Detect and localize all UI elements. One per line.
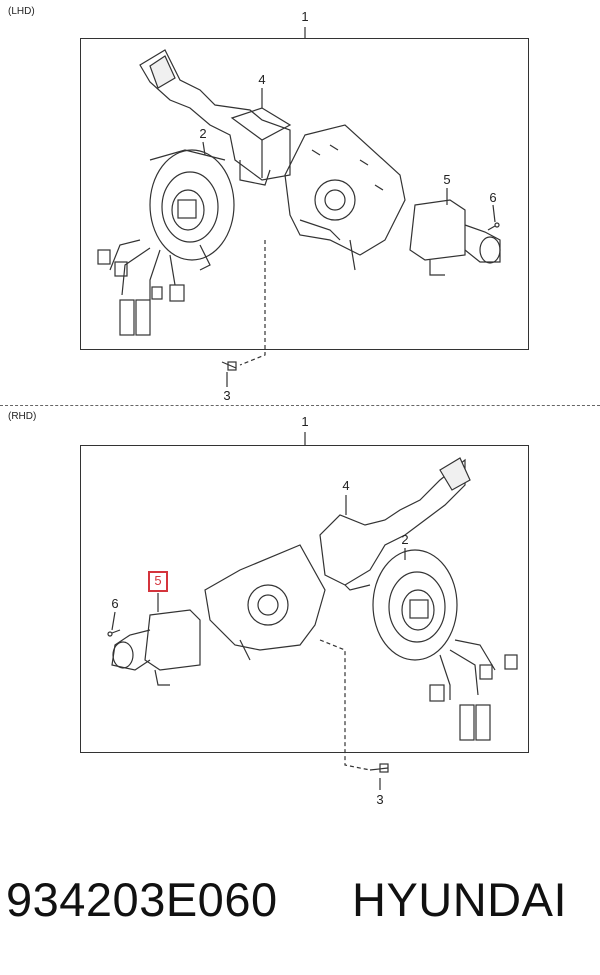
rhd-callout-6: 6 — [111, 596, 119, 611]
rhd-section-tag: (RHD) — [8, 411, 37, 422]
lhd-stalk-switch — [139, 49, 292, 186]
lhd-callout-1: 1 — [301, 9, 309, 24]
rhd-bracket — [204, 544, 326, 661]
rhd-screw — [369, 763, 389, 773]
rhd-diagram-frame — [80, 445, 529, 753]
lhd-callout-4: 4 — [258, 72, 266, 87]
lhd-section-tag: (LHD) — [8, 6, 35, 17]
rhd-stalk-switch — [319, 457, 471, 591]
section-divider — [0, 405, 600, 406]
lhd-light-switch — [409, 199, 501, 276]
lhd-clock-spring — [97, 149, 235, 336]
part-number: 934203E060 — [6, 873, 278, 926]
lhd-callout-3: 3 — [223, 388, 231, 403]
lhd-callout-2: 2 — [199, 126, 207, 141]
lhd-callout-5: 5 — [443, 172, 451, 187]
part-info-footer: 934203E060 HYUNDAI — [0, 872, 600, 942]
rhd-callout-1: 1 — [301, 414, 309, 429]
lhd-bracket — [284, 124, 406, 271]
rhd-light-switch — [107, 609, 201, 686]
rhd-callout-2: 2 — [401, 532, 409, 547]
lhd-callout-6: 6 — [489, 190, 497, 205]
lhd-diagram-frame — [80, 38, 529, 350]
rhd-callout-5-highlight[interactable] — [148, 571, 168, 592]
rhd-callout-5: 5 — [154, 573, 162, 588]
rhd-callout-4: 4 — [342, 478, 350, 493]
rhd-clock-spring — [372, 549, 518, 741]
brand-name: HYUNDAI — [352, 873, 568, 926]
lhd-screw — [221, 361, 237, 371]
rhd-callout-3: 3 — [376, 792, 384, 807]
